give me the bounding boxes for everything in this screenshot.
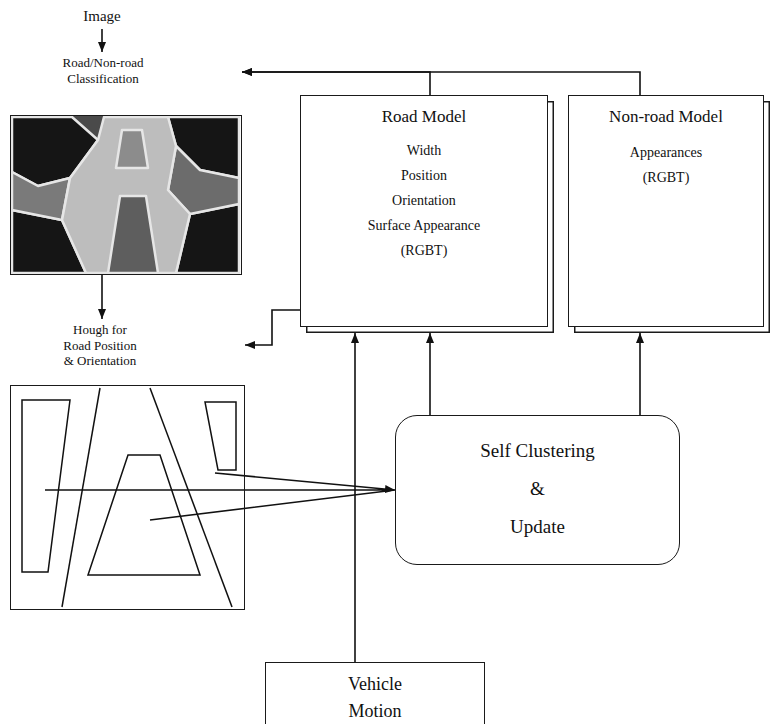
input-box: Vehicle Motion bbox=[265, 662, 485, 724]
road-outline bbox=[88, 455, 200, 575]
road-edge-line bbox=[150, 388, 232, 607]
input-arrow bbox=[101, 29, 103, 52]
box-text: (RGBT) bbox=[401, 238, 448, 263]
flow-arrow bbox=[242, 72, 640, 95]
hough-picture bbox=[11, 386, 244, 609]
grey-region bbox=[116, 130, 148, 168]
road-edge-line bbox=[62, 388, 100, 607]
flow-arrow bbox=[354, 333, 356, 662]
classification-figure: Road/Non-road Classification bbox=[10, 55, 242, 275]
box-text: Update bbox=[510, 508, 565, 546]
flow-arrow bbox=[45, 473, 395, 520]
box-title: Vehicle Motion bbox=[348, 671, 402, 724]
flow-arrow bbox=[639, 333, 641, 415]
figure-heading: Hough for Road Position & Orientation bbox=[60, 322, 140, 369]
box-text: Orientation bbox=[392, 188, 456, 213]
flow-arrow bbox=[245, 310, 300, 345]
input-label: Image bbox=[72, 8, 132, 25]
classification-picture bbox=[11, 116, 240, 274]
flow-arrow bbox=[242, 72, 430, 95]
grey-region bbox=[12, 172, 70, 220]
model-box: Road ModelWidthPositionOrientationSurfac… bbox=[300, 95, 548, 327]
road-region bbox=[62, 117, 190, 273]
box-title: Non-road Model bbox=[609, 106, 723, 128]
picture-frame bbox=[10, 385, 245, 610]
box-text: Width bbox=[407, 138, 441, 163]
picture-frame bbox=[10, 115, 242, 275]
box-title: Road Model bbox=[382, 106, 467, 128]
box-text: Appearances bbox=[630, 140, 702, 165]
region-outline bbox=[22, 400, 70, 572]
box-text: Surface Appearance bbox=[368, 213, 480, 238]
grey-region bbox=[108, 196, 158, 273]
region-outline bbox=[205, 402, 236, 470]
flow-arrow bbox=[429, 333, 431, 415]
box-text: Position bbox=[401, 163, 447, 188]
picture-ground bbox=[11, 116, 240, 274]
figure-heading: Road/Non-road Classification bbox=[53, 55, 153, 86]
picture-ground bbox=[11, 386, 244, 609]
box-text: (RGBT) bbox=[643, 165, 690, 190]
process-box: Self Clustering&Update bbox=[395, 415, 680, 565]
flow-arrow bbox=[101, 275, 103, 319]
box-text: & bbox=[530, 470, 545, 508]
model-box: Non-road ModelAppearances(RGBT) bbox=[568, 95, 764, 327]
hough-figure: Hough for Road Position & Orientation bbox=[10, 322, 245, 610]
box-title: Self Clustering bbox=[480, 432, 595, 470]
